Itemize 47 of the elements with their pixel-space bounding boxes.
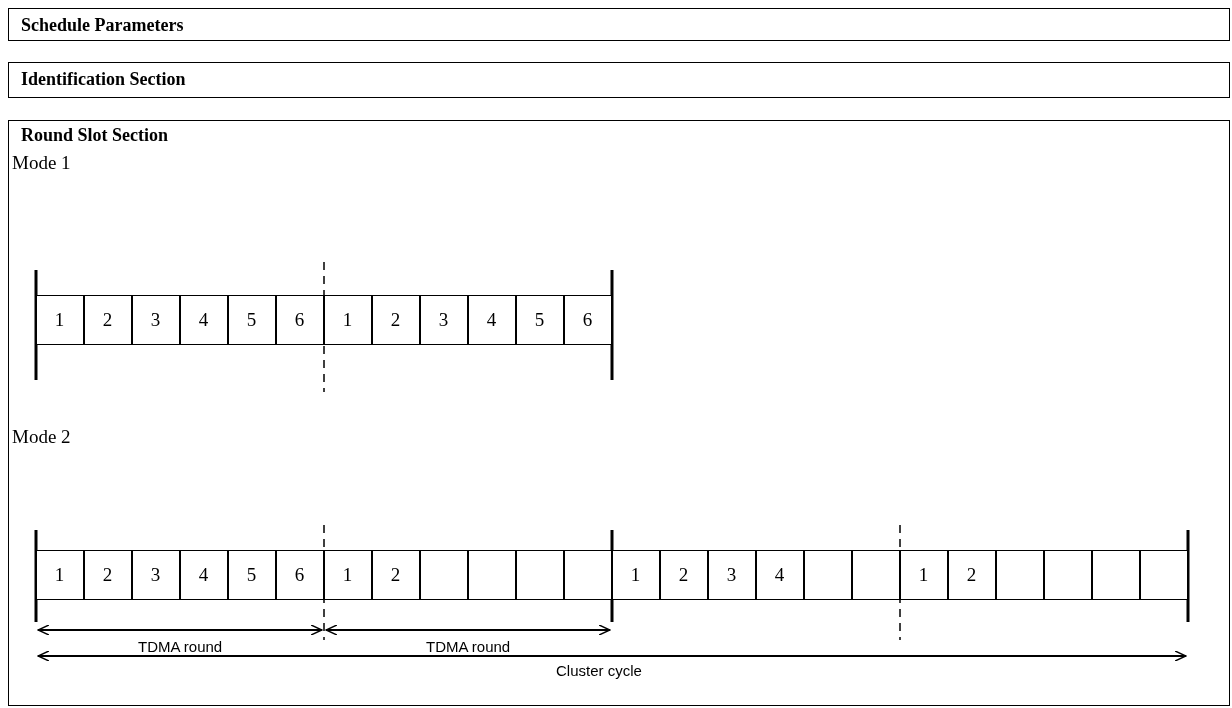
time-slot	[1091, 549, 1140, 600]
time-slot: 5	[515, 294, 564, 345]
time-slot: 6	[275, 294, 324, 345]
time-slot: 4	[467, 294, 516, 345]
section-band	[8, 62, 1230, 98]
dimension-label: TDMA round	[138, 638, 223, 655]
mode-label: Mode 2	[12, 426, 71, 448]
time-slot	[563, 549, 612, 600]
time-slot: 4	[179, 294, 228, 345]
time-slot: 4	[179, 549, 228, 600]
time-slot	[803, 549, 852, 600]
time-slot: 2	[659, 549, 708, 600]
time-slot	[1139, 549, 1188, 600]
section-band	[8, 120, 1230, 706]
time-slot: 4	[755, 549, 804, 600]
time-slot: 2	[371, 294, 420, 345]
dimension-label: TDMA round	[426, 638, 511, 655]
time-slot	[515, 549, 564, 600]
section-band	[8, 8, 1230, 41]
time-slot: 1	[35, 549, 84, 600]
time-slot: 1	[899, 549, 948, 600]
time-slot: 1	[323, 549, 372, 600]
time-slot: 6	[275, 549, 324, 600]
time-slot	[419, 549, 468, 600]
section-heading: Identification Section	[21, 69, 186, 90]
time-slot: 1	[611, 549, 660, 600]
time-slot: 3	[707, 549, 756, 600]
time-slot: 3	[131, 294, 180, 345]
time-slot: 2	[947, 549, 996, 600]
time-slot	[995, 549, 1044, 600]
section-heading: Round Slot Section	[21, 125, 169, 146]
time-slot: 1	[323, 294, 372, 345]
time-slot: 2	[83, 294, 132, 345]
dimension-label: Cluster cycle	[556, 662, 642, 679]
time-slot: 1	[35, 294, 84, 345]
section-heading: Schedule Parameters	[21, 15, 184, 36]
time-slot: 6	[563, 294, 612, 345]
time-slot	[1043, 549, 1092, 600]
time-slot: 2	[83, 549, 132, 600]
time-slot: 3	[131, 549, 180, 600]
time-slot: 5	[227, 549, 276, 600]
time-slot: 3	[419, 294, 468, 345]
time-slot: 5	[227, 294, 276, 345]
time-slot: 2	[371, 549, 420, 600]
time-slot	[851, 549, 900, 600]
mode-label: Mode 1	[12, 152, 71, 174]
time-slot	[467, 549, 516, 600]
